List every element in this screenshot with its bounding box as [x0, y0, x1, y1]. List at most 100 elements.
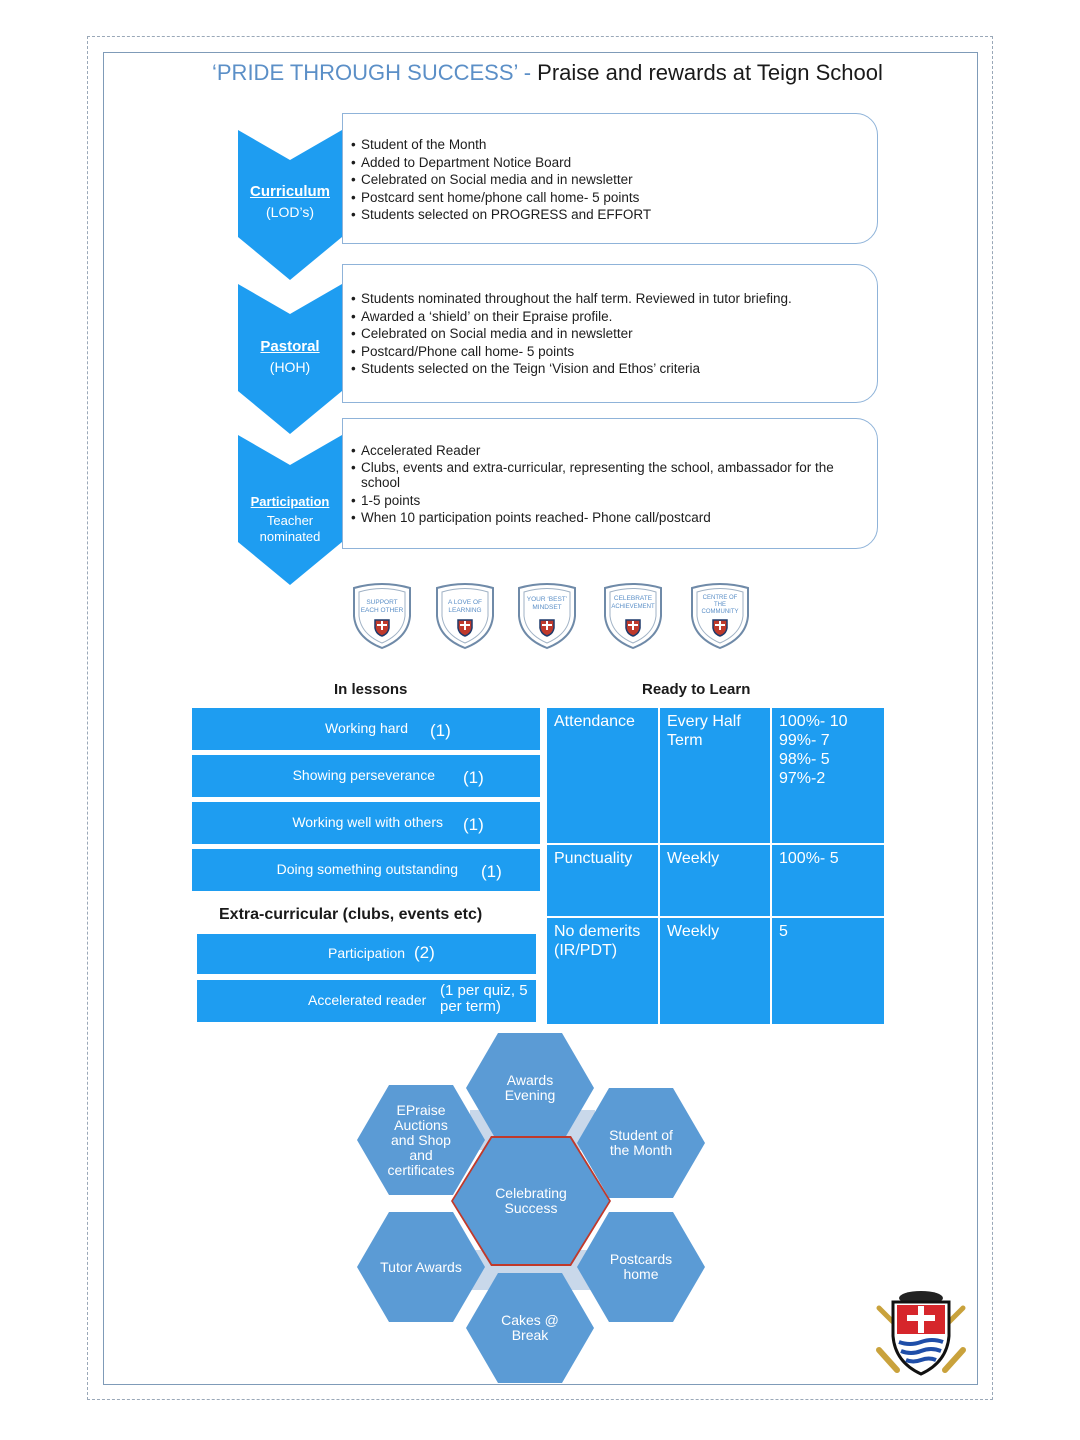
school-crest: [875, 1288, 967, 1378]
page-title: ‘PRIDE THROUGH SUCCESS’ - Praise and rew…: [212, 60, 932, 86]
hex-celebrating-success: Celebrating Success: [453, 1138, 609, 1264]
extra-item-label: Participation: [328, 945, 406, 961]
list-item: Postcard sent home/phone call home- 5 po…: [351, 189, 867, 207]
title-slogan: ‘PRIDE THROUGH SUCCESS’ -: [212, 60, 538, 85]
shield-icon: YOUR ‘BEST’ MINDSET: [518, 583, 576, 650]
hex-tutor-awards: Tutor Awards: [357, 1212, 485, 1322]
shield-centre-of-community: CENTRE OF THE COMMUNITY: [688, 582, 752, 650]
pastoral-box: Students nominated throughout the half t…: [342, 264, 878, 403]
crest-icon: [876, 1291, 966, 1376]
lesson-item-outstanding: Doing something outstanding (1): [192, 849, 540, 891]
list-item: When 10 participation points reached- Ph…: [351, 509, 867, 527]
extra-curricular-heading: Extra-curricular (clubs, events etc): [219, 906, 483, 923]
lesson-item-perseverance: Showing perseverance (1): [192, 755, 540, 797]
lesson-item-points: (1): [481, 862, 502, 881]
points-line: 99%- 7: [779, 732, 830, 749]
lesson-item-label: Doing something outstanding: [276, 861, 458, 877]
participation-heading: Participation: [250, 494, 330, 509]
table-cell: Attendance: [547, 708, 658, 843]
shield-text-2: THE: [714, 602, 726, 608]
hex-label: Tutor Awards: [380, 1258, 462, 1275]
shield-icon: CENTRE OF THE COMMUNITY: [691, 583, 749, 650]
points-line: 97%-2: [779, 770, 826, 787]
curriculum-box: Student of the Month Added to Department…: [342, 113, 878, 244]
list-item: Celebrated on Social media and in newsle…: [351, 171, 867, 189]
hex-label: Student of the Month: [609, 1127, 673, 1158]
hex-cakes-break: Cakes @ Break: [466, 1273, 594, 1383]
inner-frame: [103, 52, 978, 1385]
shield-text-1: CELEBRATE: [614, 595, 653, 602]
shield-text-1: YOUR ‘BEST’: [527, 596, 568, 603]
hex-label: Awards Evening: [504, 1072, 556, 1103]
list-item: Celebrated on Social media and in newsle…: [351, 325, 867, 343]
lesson-item-points: (1): [463, 768, 484, 787]
pastoral-label: Pastoral (HOH): [238, 338, 342, 375]
lesson-item-label: Working hard: [324, 720, 408, 736]
hex-label: Celebrating Success: [495, 1185, 567, 1216]
shield-text-1: SUPPORT: [366, 599, 397, 606]
table-cell: Weekly: [660, 918, 770, 1024]
shield-text-2: ACHIEVEMENT: [611, 604, 655, 610]
curriculum-sub: (LOD’s): [266, 204, 314, 220]
list-item: Added to Department Notice Board: [351, 154, 867, 172]
shield-icon: SUPPORT EACH OTHER: [353, 583, 411, 650]
hex-awards-evening: Awards Evening: [466, 1033, 594, 1143]
shield-support-each-other: SUPPORT EACH OTHER: [350, 582, 414, 650]
curriculum-heading: Curriculum: [249, 183, 330, 200]
participation-label: Participation Teacher nominated: [238, 494, 342, 545]
lesson-item-label: Working well with others: [292, 814, 443, 830]
extra-item-label: Accelerated reader: [308, 992, 427, 1008]
shield-icon: CELEBRATE ACHIEVEMENT: [604, 583, 662, 650]
shield-text-1: CENTRE OF: [703, 595, 738, 601]
list-item: Accelerated Reader: [351, 442, 867, 460]
table-cell: Weekly: [660, 845, 770, 916]
hex-label: Cakes @ Break: [501, 1312, 559, 1343]
shield-icon: A LOVE OF LEARNING: [436, 583, 494, 650]
list-item: Postcard/Phone call home- 5 points: [351, 343, 867, 361]
extra-item-points: (1 per quiz, 5 per term): [440, 982, 528, 1015]
points-line: 98%- 5: [779, 751, 830, 768]
shield-text-2: MINDSET: [532, 604, 561, 611]
list-item: Students selected on the Teign ‘Vision a…: [351, 360, 867, 378]
shield-text-2: LEARNING: [448, 607, 481, 614]
hex-postcards-home: Postcards home: [577, 1212, 705, 1322]
list-item: Students selected on PROGRESS and EFFORT: [351, 206, 867, 224]
lesson-item-label: Showing perseverance: [292, 767, 435, 783]
table-cell: 100%- 5: [772, 845, 884, 916]
table-cell: Every Half Term: [660, 708, 770, 843]
shield-text-3: COMMUNITY: [702, 609, 739, 615]
hex-label: EPraise Auctions and Shop and certificat…: [387, 1101, 455, 1178]
ready-to-learn-table: Attendance Every Half Term 100%- 10 99%-…: [547, 708, 884, 1024]
table-cell: 5: [772, 918, 884, 1024]
in-lessons-heading: In lessons: [334, 681, 408, 698]
list-item: Student of the Month: [351, 136, 867, 154]
shield-text-2: EACH OTHER: [361, 607, 404, 614]
list-item: Awarded a ‘shield’ on their Epraise prof…: [351, 308, 867, 326]
hex-student-of-month: Student of the Month: [577, 1088, 705, 1198]
lesson-item-working-with-others: Working well with others (1): [192, 802, 540, 844]
list-item: Clubs, events and extra-curricular, repr…: [351, 460, 867, 492]
participation-box: Accelerated Reader Clubs, events and ext…: [342, 418, 878, 549]
points-line: 100%- 10: [779, 713, 848, 730]
list-item: 1-5 points: [351, 492, 867, 510]
extra-item-participation: Participation (2): [197, 934, 536, 974]
pastoral-heading: Pastoral: [260, 338, 320, 355]
shield-love-of-learning: A LOVE OF LEARNING: [433, 582, 497, 650]
list-item: Students nominated throughout the half t…: [351, 290, 867, 308]
curriculum-label: Curriculum (LOD’s): [238, 183, 342, 220]
lesson-item-points: (1): [463, 815, 484, 834]
lesson-item-working-hard: Working hard (1): [192, 708, 540, 750]
shield-celebrate-achievement: CELEBRATE ACHIEVEMENT: [601, 582, 665, 650]
hex-label: Postcards home: [609, 1251, 673, 1282]
extra-item-accelerated-reader: Accelerated reader (1 per quiz, 5 per te…: [197, 980, 536, 1022]
lesson-item-points: (1): [430, 721, 451, 740]
pastoral-sub: (HOH): [269, 359, 311, 375]
table-cell: Punctuality: [547, 845, 658, 916]
table-cell: 100%- 10 99%- 7 98%- 5 97%-2: [772, 708, 884, 843]
shield-best-mindset: YOUR ‘BEST’ MINDSET: [515, 582, 579, 650]
outer-frame: [87, 36, 993, 1400]
extra-item-points: (2): [414, 943, 435, 962]
title-subtitle: Praise and rewards at Teign School: [537, 60, 883, 85]
shield-text-1: A LOVE OF: [448, 599, 482, 606]
table-cell: No demerits (IR/PDT): [547, 918, 658, 1024]
